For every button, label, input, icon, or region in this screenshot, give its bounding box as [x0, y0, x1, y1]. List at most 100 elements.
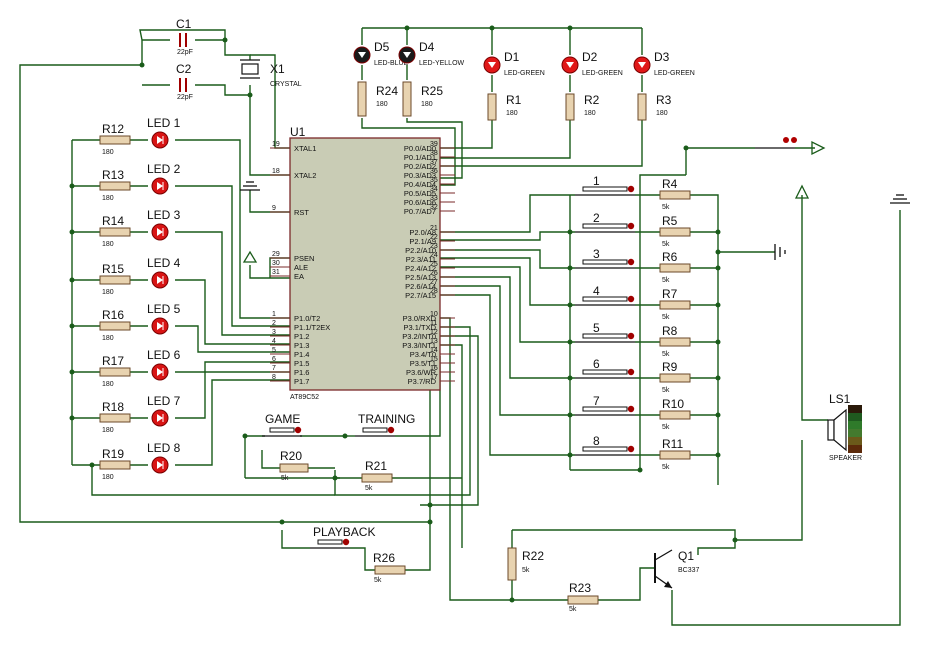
top-led-arrow — [638, 62, 646, 68]
top-led-resistor-ref: R3 — [656, 93, 672, 107]
top-led-value: LED-GREEN — [504, 70, 545, 77]
key-number: 6 — [593, 357, 600, 371]
capacitor-value: 22pF — [177, 49, 193, 56]
mcu-pin-number: 19 — [272, 141, 280, 148]
mcu-pin-label: P0.2/AD2 — [404, 162, 436, 171]
top-led-resistor — [565, 93, 575, 121]
speaker-level-bar — [848, 437, 862, 445]
mcu-body — [289, 137, 441, 391]
top-led-value: LED-GREEN — [654, 70, 695, 77]
mcu-pin-number: 23 — [430, 243, 438, 250]
mcu-pin-label: P2.1/A9 — [409, 237, 436, 246]
speaker-ref: LS1 — [829, 392, 851, 406]
key-resistor — [659, 373, 691, 383]
bottom-resistor-ref: R21 — [365, 459, 387, 473]
key-resistor-value: 5k — [662, 204, 670, 211]
top-led-resistor-value: 180 — [656, 110, 668, 117]
key-switch-cap — [582, 296, 628, 302]
top-led-ref: D4 — [419, 40, 435, 54]
top-led-ref: D3 — [654, 50, 670, 64]
training-button-cap — [362, 427, 388, 433]
left-led-resistor-ref: R12 — [102, 122, 124, 136]
capacitor-ref: C2 — [176, 62, 192, 76]
top-led-ref: D5 — [374, 40, 390, 54]
mcu-pin-label: P1.6 — [294, 368, 309, 377]
left-led-arrow — [157, 414, 163, 422]
key-resistor — [659, 337, 691, 347]
game-button-dot — [294, 426, 302, 434]
mcu-pin-number: 25 — [430, 261, 438, 268]
mcu-pin-number: 12 — [430, 329, 438, 336]
top-led-arrow — [566, 62, 574, 68]
key-number: 4 — [593, 284, 600, 298]
capacitor-ref: C1 — [176, 17, 192, 31]
top-led-resistor-value: 180 — [506, 110, 518, 117]
key-switch-cap — [582, 223, 628, 229]
left-led-resistor — [99, 227, 131, 237]
mcu-pin-label: RST — [294, 208, 309, 217]
mcu-pin-number: 34 — [430, 186, 438, 193]
mcu-pin-number: 28 — [430, 288, 438, 295]
top-led-resistor-ref: R25 — [421, 84, 443, 98]
mcu-pin-label: P1.3 — [294, 341, 309, 350]
key-switch-dot — [627, 295, 635, 303]
speaker-level-bar — [848, 421, 862, 429]
key-number: 8 — [593, 434, 600, 448]
mcu-pin-number: 9 — [272, 205, 276, 212]
mcu-pin-label: P2.4/A12 — [405, 264, 436, 273]
mcu-pin-number: 2 — [272, 320, 276, 327]
top-led-arrow — [358, 52, 366, 58]
top-led-resistor — [402, 81, 412, 117]
bottom-resistor-value: 5k — [522, 567, 530, 574]
key-switch-dot — [627, 445, 635, 453]
left-led-arrow — [157, 136, 163, 144]
mcu-pin-number: 27 — [430, 279, 438, 286]
left-led-resistor-ref: R17 — [102, 354, 124, 368]
left-led-ref: LED 2 — [147, 162, 181, 176]
crystal-ref: X1 — [270, 62, 285, 76]
mcu-pin-number: 32 — [430, 204, 438, 211]
crystal-value: CRYSTAL — [270, 81, 302, 88]
mcu-pin-label: P2.6/A14 — [405, 282, 436, 291]
key-switch-dot — [627, 185, 635, 193]
mcu-pin-number: 21 — [430, 225, 438, 232]
key-switch-cap — [582, 333, 628, 339]
left-led-ref: LED 4 — [147, 256, 181, 270]
mcu-pin-number: 8 — [272, 374, 276, 381]
top-led-resistor-ref: R1 — [506, 93, 522, 107]
speaker-level-bar — [848, 413, 862, 421]
mcu-pin-number: 24 — [430, 252, 438, 259]
mcu-pin-label: P0.3/AD3 — [404, 171, 436, 180]
junctions — [69, 25, 738, 603]
mcu-pin-number: 36 — [430, 168, 438, 175]
left-led-resistor-ref: R13 — [102, 168, 124, 182]
speaker-cone — [833, 408, 847, 452]
key-resistor-ref: R8 — [662, 324, 678, 338]
mcu-pin-number: 38 — [430, 150, 438, 157]
key-switch-cap — [582, 446, 628, 452]
key-switch-dot — [627, 258, 635, 266]
mcu-pin-number: 35 — [430, 177, 438, 184]
mcu-ref: U1 — [290, 125, 306, 139]
key-number: 5 — [593, 321, 600, 335]
mcu-pin-label: P2.7/A15 — [405, 291, 436, 300]
mcu-pin-label: P3.6/WR — [406, 368, 437, 377]
mcu-pin-label: P0.5/AD5 — [404, 189, 436, 198]
training-button-dot — [387, 426, 395, 434]
key-resistor-ref: R9 — [662, 360, 678, 374]
mcu-pin-label: P2.0/A8 — [409, 228, 436, 237]
key-resistor-value: 5k — [662, 314, 670, 321]
playback-button-label: PLAYBACK — [313, 525, 375, 539]
mcu-pin-label: P2.2/A10 — [405, 246, 436, 255]
left-led-resistor — [99, 413, 131, 423]
transistor-value: BC337 — [678, 567, 700, 574]
game-button-cap — [269, 427, 295, 433]
mcu-pin-number: 6 — [272, 356, 276, 363]
mcu-pin-number: 31 — [272, 269, 280, 276]
speaker-level-bar — [848, 429, 862, 437]
top-led-value: LED-YELLOW — [419, 60, 465, 67]
output-arrow — [811, 140, 826, 156]
